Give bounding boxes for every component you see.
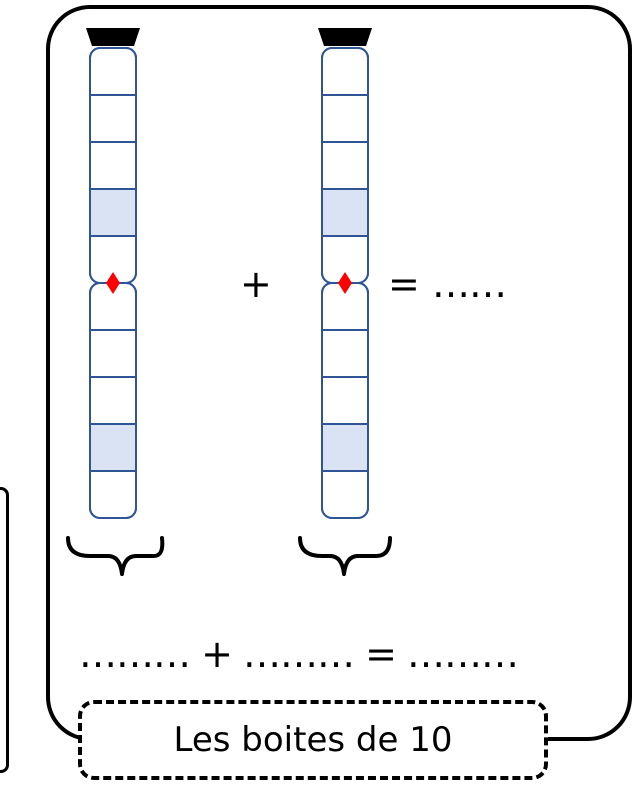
tube-section <box>89 47 137 284</box>
brace-right <box>298 536 392 576</box>
highlighted-cell <box>323 425 367 470</box>
diamond-marker-icon <box>106 272 120 294</box>
equals-sign: = <box>388 262 420 306</box>
diamond-marker-icon <box>338 272 352 294</box>
adjacent-panel-edge <box>0 487 9 773</box>
tube-cap <box>86 28 140 46</box>
tube-section <box>321 282 369 519</box>
tube-right <box>318 28 372 519</box>
title-label-box: Les boites de 10 <box>78 700 548 780</box>
tube-section <box>321 47 369 284</box>
plus-sign: + <box>240 262 272 306</box>
answer-blank[interactable]: …… <box>432 262 507 306</box>
tube-cap <box>318 28 372 46</box>
highlighted-cell <box>323 190 367 235</box>
bottom-equation[interactable]: ……… + ……… = ……… <box>79 632 519 676</box>
highlighted-cell <box>91 425 135 470</box>
tube-section <box>89 282 137 519</box>
brace-left <box>66 536 165 576</box>
title-label: Les boites de 10 <box>173 720 453 760</box>
tube-left <box>86 28 140 519</box>
highlighted-cell <box>91 190 135 235</box>
